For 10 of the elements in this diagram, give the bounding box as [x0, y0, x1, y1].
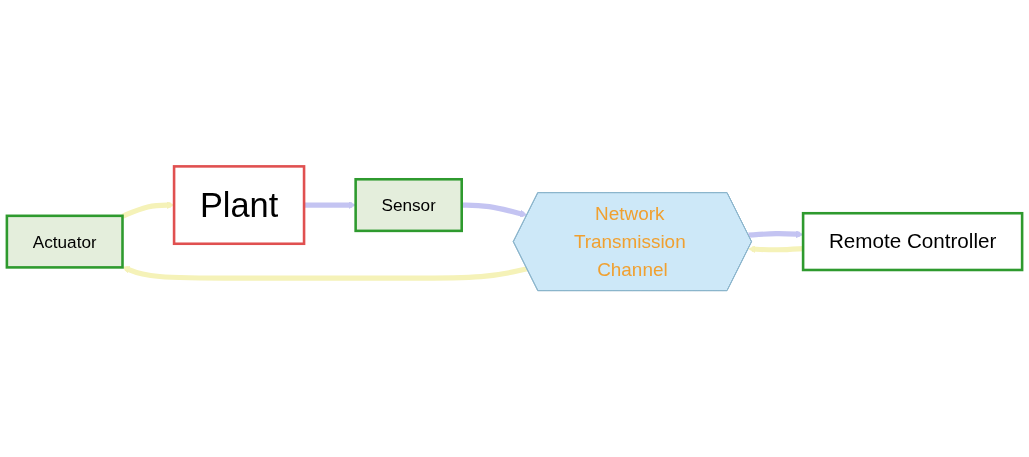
arrow: [748, 245, 804, 253]
node-box: Actuator: [5, 214, 124, 269]
arrow: [304, 201, 356, 209]
node-box: Remote Controller: [801, 211, 1024, 272]
arrow: [461, 202, 528, 218]
node-box: Sensor: [354, 178, 463, 233]
arrow: [122, 265, 528, 281]
node-box: Plant: [172, 165, 306, 246]
arrow: [121, 201, 175, 219]
arrow: [748, 230, 804, 238]
